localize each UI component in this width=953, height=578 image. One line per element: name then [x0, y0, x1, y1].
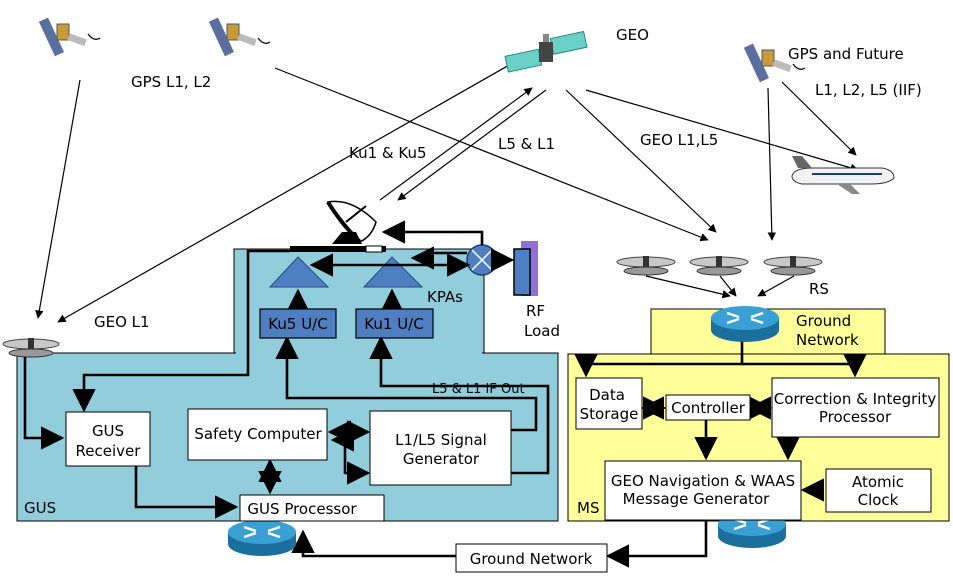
- rf-load-shape: [513, 248, 531, 296]
- gps-satellite-2-icon: [208, 17, 271, 57]
- kpas-label: KPAs: [427, 288, 463, 306]
- controller-box: [665, 394, 751, 421]
- correction-integrity-box: [771, 377, 940, 438]
- safety-to-signal-gen-2: [330, 428, 371, 485]
- gus-processor-label: GUS Processor: [247, 500, 357, 518]
- rs1-to-network: [645, 275, 731, 299]
- ground-network-region-line2: Network: [796, 331, 859, 349]
- atomic-clock-line2: Clock: [858, 491, 899, 509]
- rf-label: RF: [526, 302, 545, 320]
- gps-to-gus-antenna: [35, 79, 81, 319]
- geo-to-rs: [565, 89, 717, 233]
- ground-network-region-line1: Ground: [796, 312, 851, 330]
- ku5-uc-box: [259, 308, 337, 339]
- network-to-data-storage: [574, 335, 744, 378]
- gus-receiver-line1: GUS: [92, 422, 124, 440]
- l1-l2-l5-label: L1, L2, L5 (IIF): [815, 81, 922, 99]
- gus-antenna-icon: [2, 338, 60, 358]
- geo-label: GEO: [616, 26, 649, 44]
- ground-network-to-processor: [291, 529, 456, 558]
- gus-receiver-box: [65, 411, 151, 467]
- safety-computer-label: Safety Computer: [194, 425, 322, 443]
- ku1-uc-label: Ku1 U/C: [364, 315, 423, 333]
- correction-integrity-line1: Correction & Integrity: [774, 390, 937, 408]
- geo-l1-label: GEO L1: [94, 313, 150, 331]
- if-out-to-ku1: [369, 335, 550, 475]
- aircraft-icon: [791, 156, 895, 194]
- ku5-uc-label: Ku5 U/C: [268, 315, 327, 333]
- geo-satellite-icon: [504, 30, 588, 73]
- ground-network-box: [455, 543, 608, 573]
- signal-generator-box: [369, 410, 512, 486]
- receiver-to-processor: [134, 466, 239, 519]
- atomic-clock-line1: Atomic: [852, 473, 904, 491]
- gps-future-satellite-icon: [743, 43, 806, 83]
- antenna-to-gus-receiver: [23, 357, 65, 450]
- geo-nav-box: [604, 460, 802, 521]
- l5-l1-downlink-line: [397, 89, 547, 201]
- rs-antenna-1-icon: [616, 255, 676, 276]
- rs2-to-network: [719, 275, 737, 297]
- controller-label: Controller: [671, 399, 746, 417]
- rs-label: RS: [809, 280, 829, 298]
- if-out-to-ku5: [275, 335, 538, 432]
- safety-computer-box: [187, 408, 328, 461]
- ku1-ku5-label: Ku1 & Ku5: [349, 144, 427, 162]
- atomic-clock-box: [825, 468, 932, 513]
- signal-generator-line1: L1/L5 Signal: [395, 431, 487, 449]
- geo-to-gus-antenna: [57, 59, 519, 323]
- geo-nav-line2: Message Generator: [623, 490, 771, 508]
- geo-l1-l5-label: GEO L1,L5: [640, 131, 718, 149]
- signal-generator-line2: Generator: [403, 450, 480, 468]
- gus-processor-box: [239, 494, 385, 522]
- data-storage-line2: Storage: [580, 405, 639, 423]
- l5-l1-label: L5 & L1: [498, 135, 555, 153]
- geo-nav-line1: GEO Navigation & WAAS: [611, 472, 795, 490]
- ground-network-label: Ground Network: [470, 550, 593, 568]
- rs-antenna-3-icon: [763, 255, 823, 276]
- gps-future-to-aircraft: [781, 81, 857, 156]
- geo-to-aircraft: [585, 89, 859, 172]
- dish-to-gus-receiver: [72, 249, 290, 413]
- data-storage-line1: Data: [589, 386, 625, 404]
- gus-receiver-line2: Receiver: [76, 442, 142, 460]
- ku-uplink-line: [379, 87, 533, 201]
- correction-integrity-line2: Processor: [819, 408, 892, 426]
- if-out-label: L5 & L1 IF Out: [432, 382, 525, 397]
- rs3-to-network: [757, 275, 795, 297]
- load-label: Load: [524, 322, 560, 340]
- gus-router-icon: [226, 518, 298, 558]
- gps-to-rs: [274, 67, 709, 242]
- gps-future-to-rs: [767, 87, 776, 241]
- ms-label: MS: [577, 499, 599, 517]
- data-storage-box: [575, 377, 643, 430]
- dish-to-mixer: [381, 220, 484, 245]
- rs-antenna-2-icon: [689, 255, 749, 276]
- uplink-dish-icon: [290, 200, 386, 253]
- gps-future-label: GPS and Future: [788, 45, 904, 63]
- gps-satellite-1-icon: [38, 17, 101, 57]
- mixer-icon: [466, 244, 498, 276]
- gps-l1-l2-label: GPS L1, L2: [131, 73, 211, 91]
- gus-label: GUS: [24, 499, 56, 517]
- geo-nav-to-ground-network: [605, 520, 708, 568]
- ku1-uc-box: [355, 308, 434, 339]
- gus-region-join: [236, 350, 482, 356]
- network-to-correction: [742, 353, 867, 378]
- ground-network-router-icon: [709, 304, 781, 344]
